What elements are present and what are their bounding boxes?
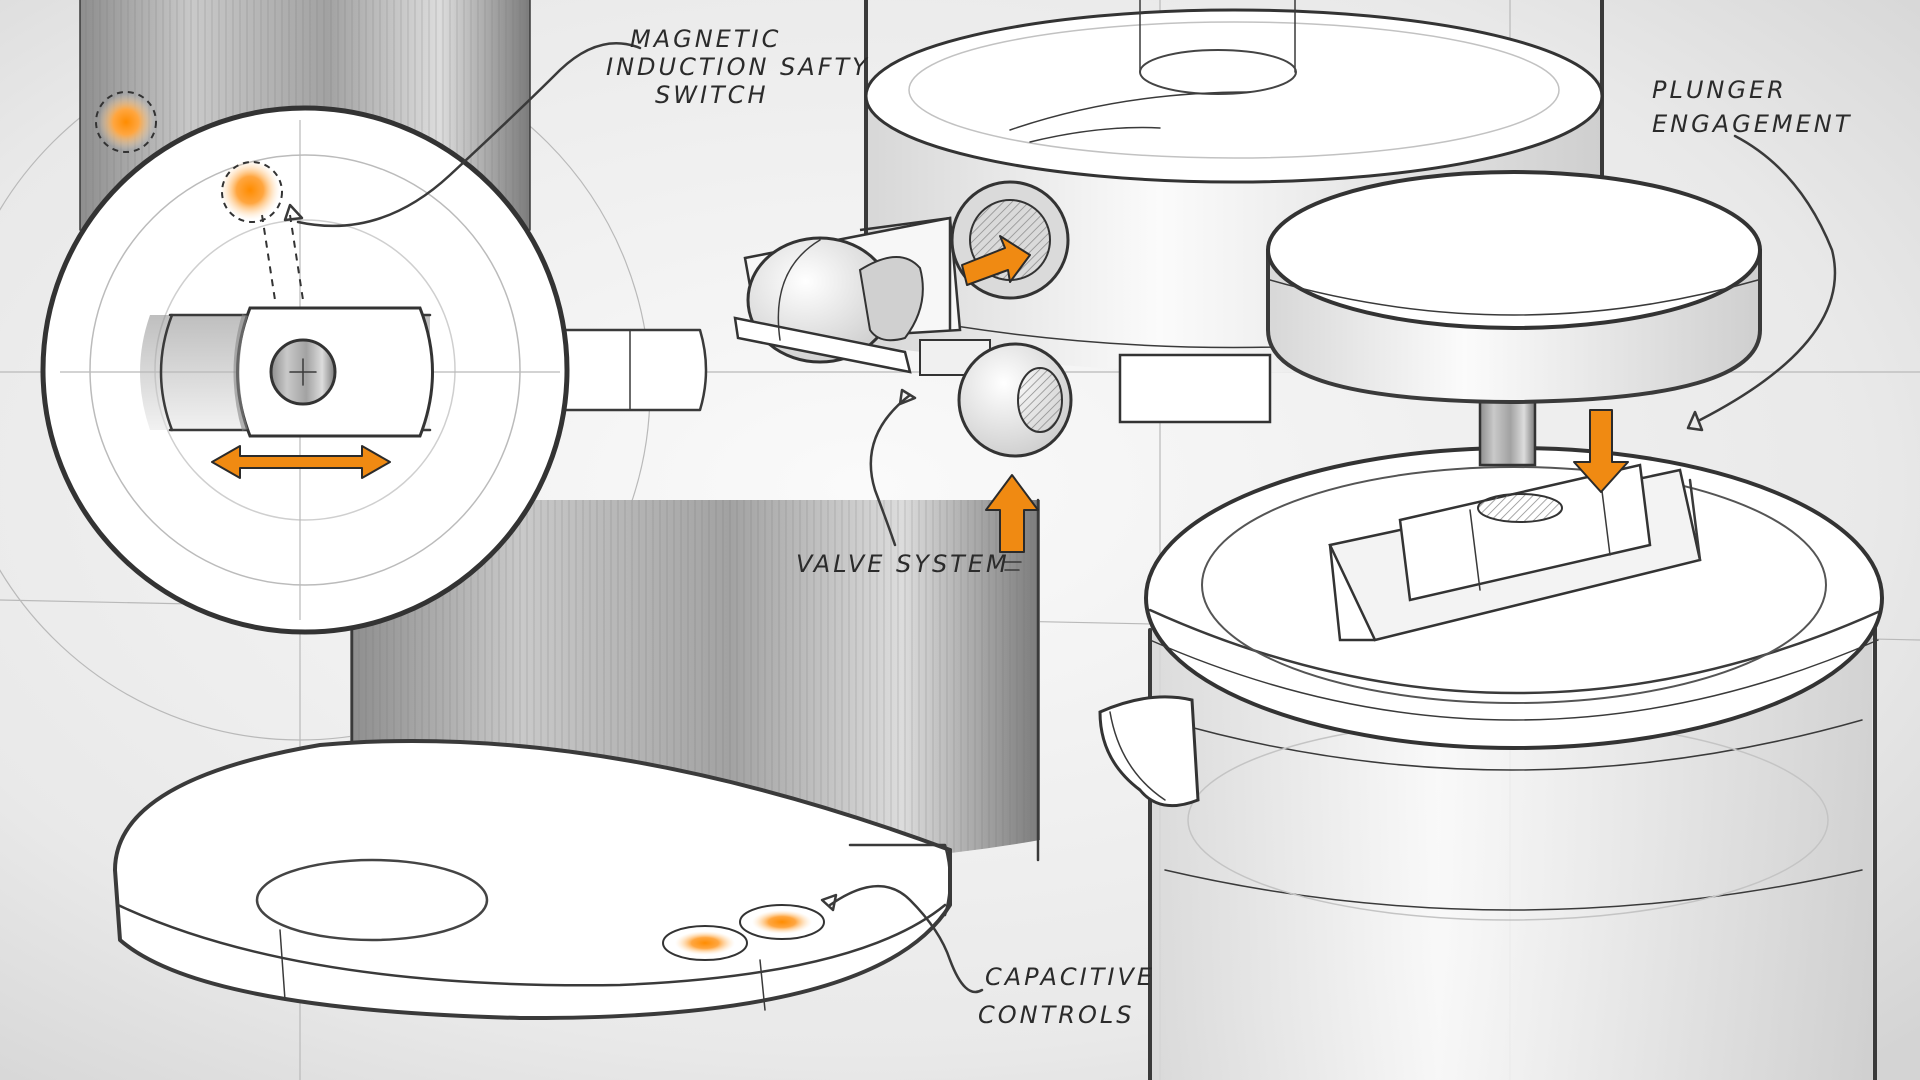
label-valve: VALVE SYSTEM — [796, 550, 1010, 578]
label-magnetic-switch: MAGNETIC INDUCTION SAFTY SWITCH — [606, 25, 870, 109]
label-valve-line-1: VALVE SYSTEM — [796, 550, 1010, 578]
safety-switch-detail — [40, 105, 570, 635]
label-magnetic-line-1: MAGNETIC — [630, 25, 781, 53]
leader-plunger-tip — [1686, 410, 1704, 432]
valve-assembly — [733, 180, 1073, 458]
leader-valve-tip — [898, 388, 917, 406]
label-magnetic-line-2: INDUCTION SAFTY — [606, 53, 870, 81]
double-arrow-icon — [211, 445, 391, 479]
leader-plunger — [1698, 134, 1837, 422]
capacitive-buttons — [662, 904, 825, 961]
label-magnetic-line-3: SWITCH — [655, 81, 769, 109]
label-plunger-line-2: ENGAGEMENT — [1652, 110, 1852, 138]
valve-arrow-tail — [1002, 561, 1022, 571]
label-capacitive-line-1: CAPACITIVE — [985, 963, 1155, 991]
orange-arrow-icon — [961, 235, 1031, 286]
indicator-light — [95, 91, 157, 153]
leader-valve — [869, 393, 912, 547]
label-capacitive-line-2: CONTROLS — [978, 1001, 1134, 1029]
label-plunger: PLUNGER ENGAGEMENT — [1652, 76, 1852, 138]
leader-capacitive — [828, 885, 984, 994]
orange-arrow-icon — [1573, 409, 1629, 493]
label-capacitive: CAPACITIVE CONTROLS — [978, 963, 1155, 1029]
jug-container — [1098, 170, 1884, 1080]
orange-arrow-icon — [985, 474, 1039, 553]
leader-capacitive-tip — [820, 893, 838, 912]
leader-magnetic-switch — [296, 42, 642, 228]
label-plunger-line-1: PLUNGER — [1652, 76, 1787, 104]
